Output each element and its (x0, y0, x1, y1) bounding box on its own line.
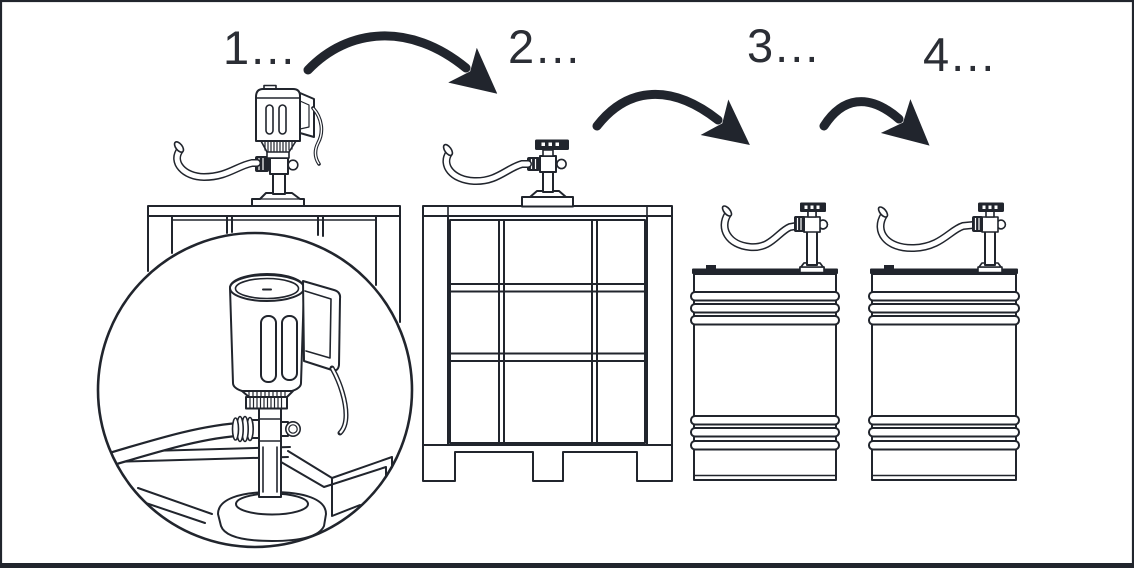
detail-circle-outline (96, 231, 414, 549)
hose-outlet-end (877, 206, 889, 218)
pump-tube (542, 171, 554, 193)
drum-rib (690, 427, 840, 438)
drum-rib (690, 415, 840, 426)
pump-tube (272, 173, 286, 195)
drum-bung-plug (706, 265, 716, 269)
motor-pump-unit (173, 84, 324, 207)
motor-handle (299, 92, 315, 138)
drum-rib (868, 315, 1020, 326)
tote-pallet (422, 444, 673, 482)
drum-bung-plug (884, 265, 894, 269)
drum-rib (868, 415, 1020, 426)
curved-arrow-icon-3 (819, 97, 930, 146)
drum-rib (868, 427, 1020, 438)
drum-rib (868, 291, 1020, 302)
motor-vent-magnified (281, 315, 298, 381)
hose-outlet-end (442, 143, 454, 157)
bung-plate (521, 196, 574, 208)
motor-vent (265, 104, 274, 135)
step-2-label: 2... (508, 20, 581, 73)
drum-rib (868, 303, 1020, 314)
tote-corner-posts (422, 215, 673, 446)
hose-coupling-nut (527, 157, 540, 171)
drum-rib (868, 440, 1020, 451)
motor-handle-magnified (302, 280, 342, 372)
tote-cage-grid (449, 219, 646, 444)
steel-drum-4 (868, 265, 1020, 481)
ibc-tote-2 (422, 205, 673, 482)
threaded-collar-magnified (245, 396, 288, 410)
motor-vent-magnified (260, 315, 277, 383)
step-4-label: 4... (923, 28, 996, 81)
curved-arrow-icon-1 (303, 31, 498, 94)
outlet-port (287, 159, 299, 171)
hose-outlet-end (721, 205, 733, 217)
hose-outlet-end (173, 141, 185, 153)
tote-top-rail (147, 205, 401, 217)
motor-vent (278, 104, 287, 135)
bung-boss (217, 491, 327, 542)
outlet-port-magnified (284, 420, 301, 437)
drum-rib (690, 291, 840, 302)
drum-rib (690, 440, 840, 451)
curved-arrow-icon-2 (592, 89, 750, 145)
detail-circle (96, 231, 414, 549)
drum-rib (690, 303, 840, 314)
steel-drum-3 (690, 265, 840, 481)
tee-body (539, 155, 557, 173)
tee-body (269, 157, 289, 175)
step-3-label: 3... (747, 19, 820, 72)
tote-cage-bars (147, 215, 401, 323)
clamp-collar (260, 140, 297, 153)
pump-tube-unit-2 (442, 139, 574, 208)
pump-motor (255, 88, 301, 142)
ibc-tote-1 (147, 205, 401, 323)
outlet-port (556, 158, 567, 170)
drum-rib (690, 315, 840, 326)
step-1-label: 1... (223, 21, 296, 74)
hose-coupling-nut-magnified (231, 415, 255, 443)
